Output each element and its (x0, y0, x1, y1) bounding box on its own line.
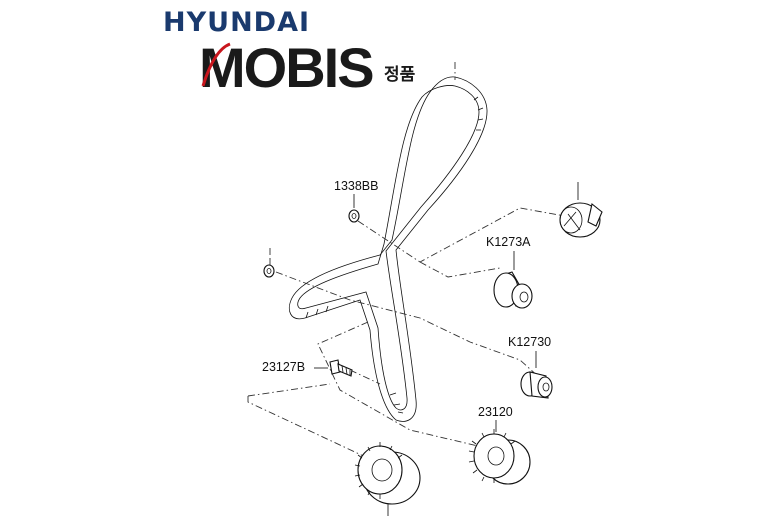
sprocket-left-teeth-icon (357, 445, 403, 495)
part-tensioner (559, 182, 603, 238)
part-nut-left (263, 248, 275, 278)
label-23127b: 23127B (262, 360, 305, 374)
sprocket-23120-teeth-icon (473, 433, 515, 479)
label-k1273a: K1273A (486, 235, 531, 249)
brand-hyundai-text: HYUNDAI (163, 7, 310, 38)
timing-belt (288, 76, 488, 422)
idler-k1273a-hub-icon (511, 283, 533, 309)
nut-left-icon (263, 264, 275, 278)
dash-sprocket (317, 321, 479, 447)
belt-teeth (305, 96, 484, 414)
brand-logo: HYUNDAI MOBIS 정품 (163, 7, 416, 99)
center-lines (247, 62, 577, 461)
label-1338bb: 1338BB (334, 179, 378, 193)
brand-tag-text: 정품 (384, 65, 416, 85)
part-idler-k1273a: K1273A (486, 235, 533, 309)
belt-inner-edge (297, 85, 480, 411)
dash-bolt (247, 369, 381, 461)
part-crank-sprocket-left (354, 442, 421, 516)
part-nut-1338bb: 1338BB (334, 179, 378, 223)
bolt-shank-icon (337, 363, 353, 377)
dash-tensioner (357, 207, 577, 263)
dash-idler-a (419, 261, 501, 278)
belt-outer-edge (288, 76, 488, 422)
label-k12730: K12730 (508, 335, 551, 349)
part-bolt-23127b: 23127B (262, 359, 353, 377)
nut-1338bb-icon (348, 209, 360, 223)
part-sprocket-23120: 23120 (468, 405, 531, 485)
brand-accent-swoosh (201, 42, 231, 87)
tensioner-arm-icon (587, 203, 603, 227)
label-23120: 23120 (478, 405, 513, 419)
idler-k12730-hub-icon (537, 376, 553, 398)
brand-mobis-text: MOBIS (199, 36, 373, 99)
part-idler-k12730: K12730 (508, 335, 553, 399)
